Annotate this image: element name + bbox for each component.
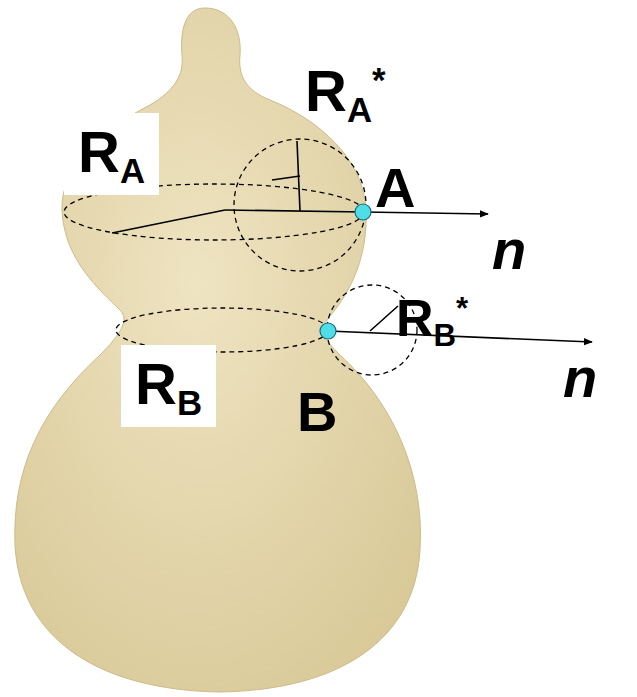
point-label: B (297, 384, 337, 440)
radius-label: RA (64, 113, 159, 195)
gourd-body (15, 8, 421, 692)
radius-lines (112, 141, 592, 342)
normal-label: n (563, 350, 597, 406)
point-label: A (375, 160, 415, 216)
radius-label: RB* (396, 292, 468, 344)
radius-label: RB (121, 345, 216, 427)
normal-label: n (492, 222, 526, 278)
radius-label: RA* (305, 62, 386, 120)
points (320, 204, 371, 339)
